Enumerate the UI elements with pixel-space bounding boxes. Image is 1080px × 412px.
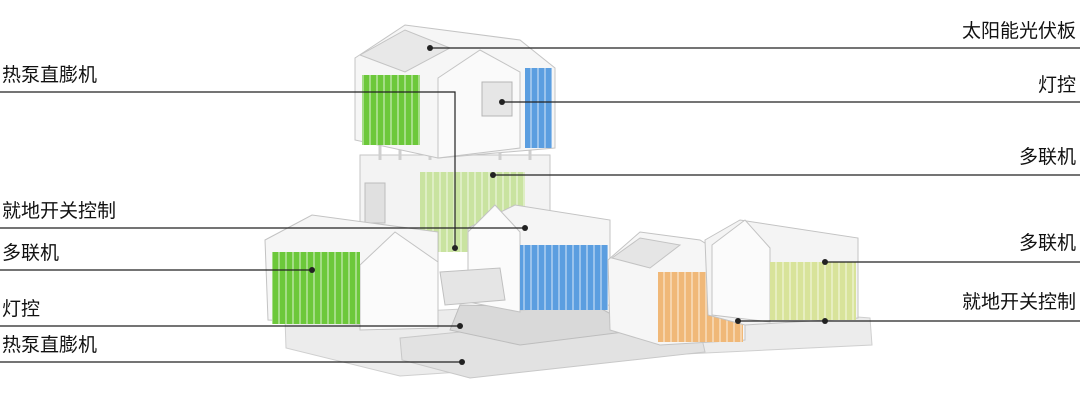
label-light-control-right: 灯控 (1037, 74, 1076, 96)
label-multi-split-top: 多联机 (1018, 146, 1076, 168)
right-house-module (704, 219, 859, 326)
label-multi-split-right: 多联机 (1018, 232, 1076, 254)
label-local-switch-right: 就地开关控制 (961, 291, 1076, 313)
center-house-module (439, 204, 611, 313)
label-heat-pump-top: 热泵直膨机 (2, 64, 98, 86)
label-light-control-left: 灯控 (2, 298, 41, 320)
left-house-module (264, 214, 439, 331)
leader-dots (309, 45, 828, 365)
label-multi-split-left: 多联机 (2, 242, 60, 264)
leader-heat-pump-top (0, 91, 456, 248)
label-solar-panel: 太阳能光伏板 (961, 20, 1076, 42)
label-local-switch: 就地开关控制 (2, 200, 117, 222)
leader-lines (0, 47, 1080, 363)
label-heat-pump-bottom: 热泵直膨机 (2, 334, 98, 356)
